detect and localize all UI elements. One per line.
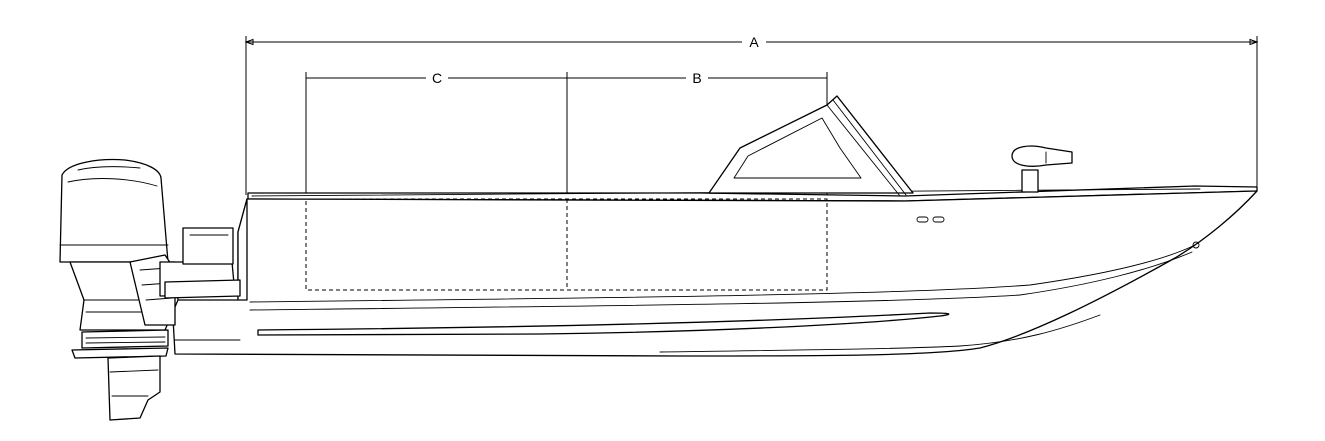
dimension-b-label: B: [692, 70, 701, 86]
windshield: [708, 95, 914, 197]
outboard-motor: [59, 158, 241, 421]
hull: [171, 185, 1258, 357]
dimension-c: C: [305, 70, 568, 195]
trolling-motor: [1011, 145, 1073, 193]
cockpit-area: [305, 198, 828, 291]
dimension-c-label: C: [432, 70, 442, 86]
dimension-a: A: [244, 34, 1259, 195]
dimension-a-label: A: [749, 34, 759, 50]
